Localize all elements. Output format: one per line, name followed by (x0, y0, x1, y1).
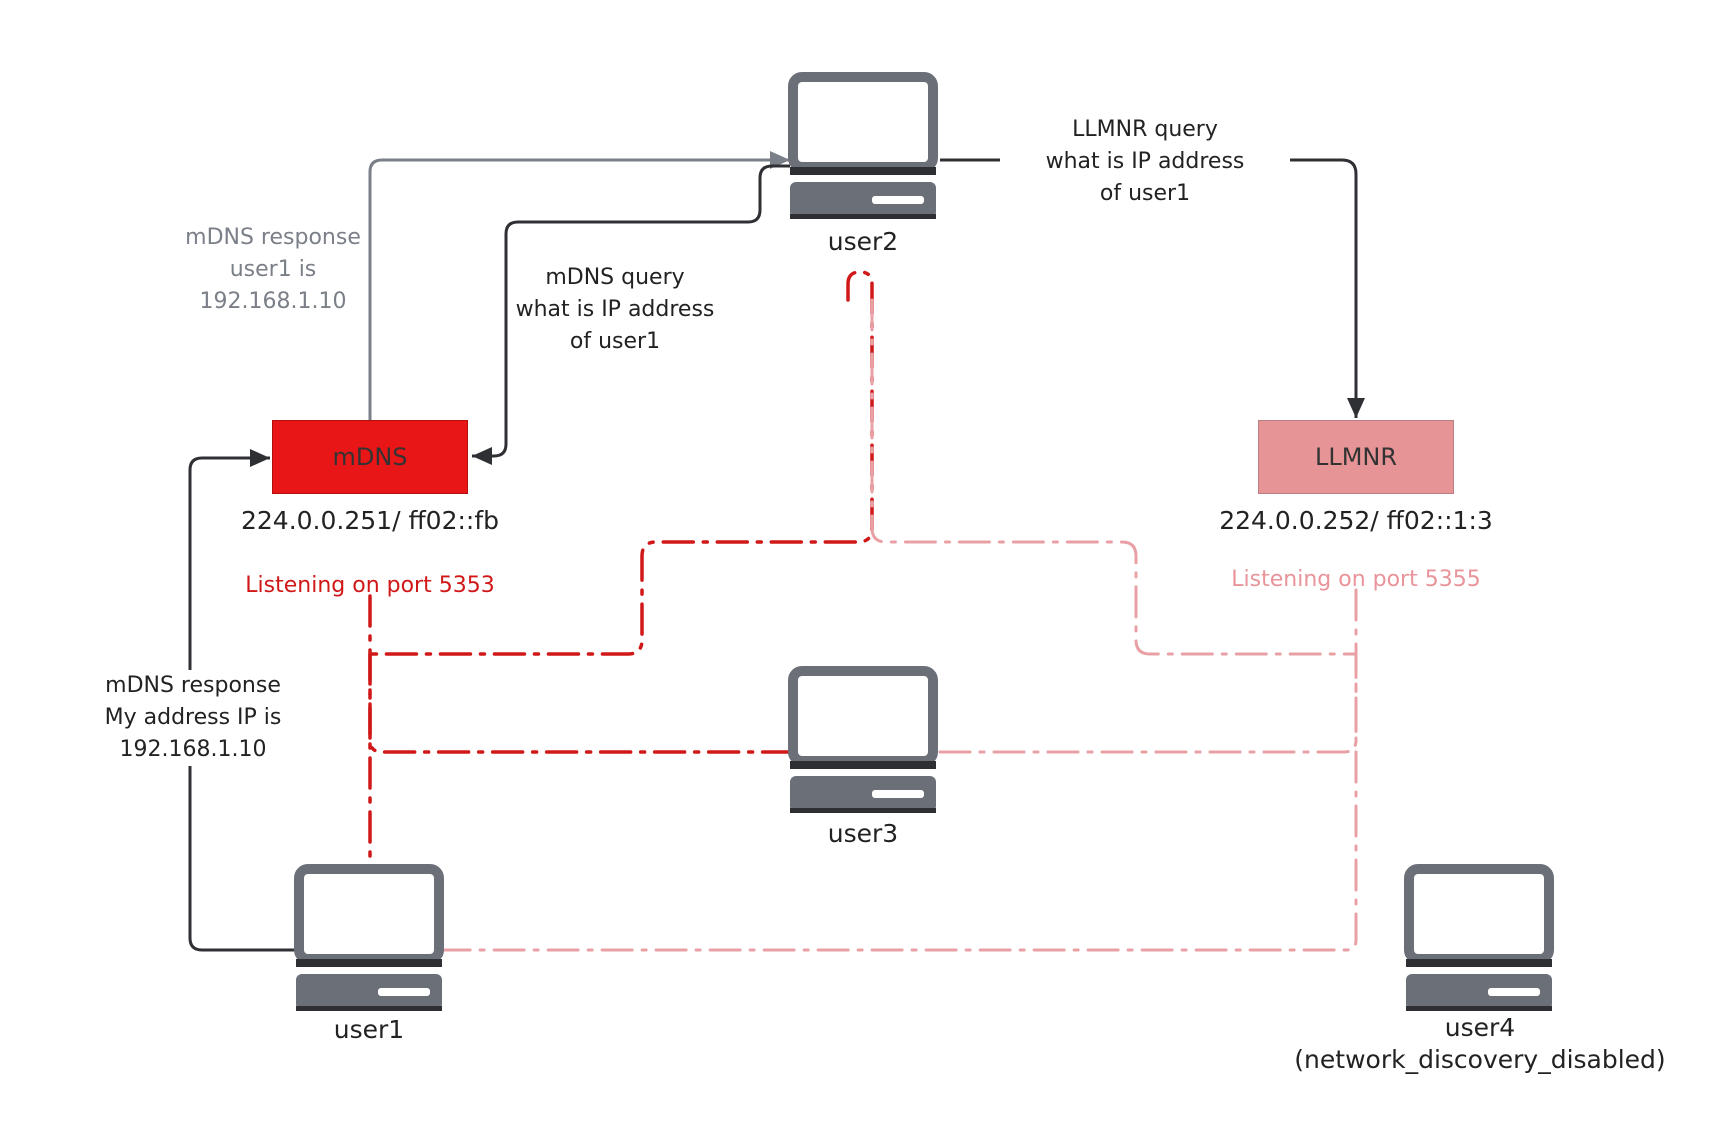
llmnr-address: 224.0.0.252/ ff02::1:3 (1219, 506, 1493, 535)
mdns-response-bottom-text: mDNS response My address IP is 192.168.1… (88, 670, 298, 766)
user3-label: user3 (827, 819, 899, 848)
llmnr-label: LLMNR (1314, 443, 1398, 471)
user1-label: user1 (333, 1015, 405, 1044)
user4-name: user4 (1444, 1013, 1516, 1042)
user3-computer-icon (790, 671, 936, 813)
link-mdns-user3 (368, 652, 792, 754)
link-user2-mdns (368, 270, 874, 656)
mdns-address: 224.0.0.251/ ff02::fb (240, 506, 499, 535)
mdns-port-text: Listening on port 5353 (245, 573, 495, 598)
arrow-mdns-query-user2 (472, 164, 790, 465)
user1-computer-icon (296, 869, 442, 1011)
llmnr-box[interactable]: LLMNR (1258, 420, 1454, 494)
mdns-response-top-text: mDNS response user1 is 192.168.1.10 (185, 225, 361, 314)
arrow-mdns-response-to-user2 (368, 151, 790, 420)
user2-computer-icon (790, 77, 936, 219)
llmnr-port-text: Listening on port 5355 (1231, 567, 1481, 592)
llmnr-network-links (442, 298, 1358, 952)
user4-label: user4 (network_discovery_disabled) (1280, 1012, 1680, 1076)
link-llmnr-user3 (938, 652, 1358, 754)
mdns-box[interactable]: mDNS (272, 420, 468, 494)
arrow-llmnr-query (940, 158, 1365, 418)
user4-sublabel: (network_discovery_disabled) (1294, 1045, 1666, 1074)
mdns-network-links (368, 270, 874, 862)
llmnr-query-text: LLMNR query what is IP address of user1 (1000, 114, 1290, 210)
link-user2-llmnr (870, 298, 1358, 656)
user2-label: user2 (827, 227, 899, 256)
user4-computer-icon (1406, 869, 1552, 1011)
mdns-label: mDNS (332, 443, 408, 471)
link-llmnr-port-drop (442, 588, 1358, 952)
mdns-query-text: mDNS query what is IP address of user1 (515, 265, 715, 354)
